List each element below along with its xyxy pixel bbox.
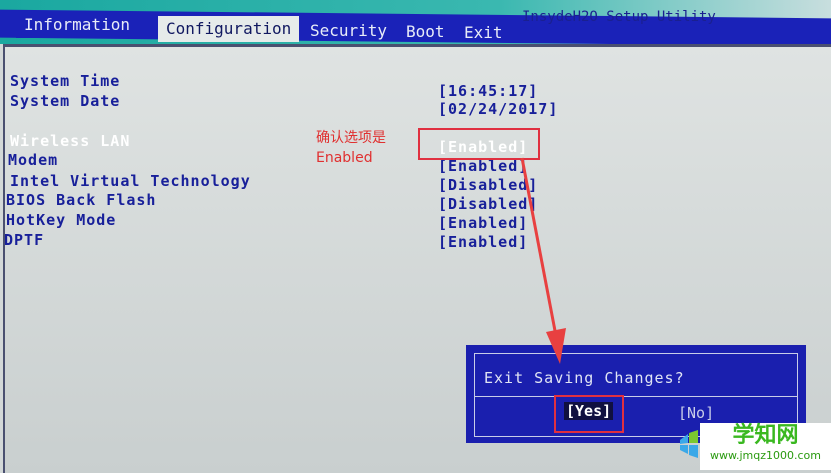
annotation-line1: 确认选项是 — [316, 130, 386, 146]
windows-logo-icon — [680, 430, 698, 458]
watermark: 学知网 www.jmqz1000.com — [700, 423, 831, 470]
setting-hotkey-mode-label[interactable]: HotKey Mode — [6, 211, 117, 229]
dialog-title: Exit Saving Changes? — [484, 369, 685, 387]
no-button[interactable]: [No] — [678, 404, 715, 422]
setting-system-date-value[interactable]: [02/24/2017] — [438, 100, 559, 118]
yes-button[interactable]: [Yes] — [564, 402, 614, 420]
setting-hotkey-mode-value[interactable]: [Enabled] — [438, 214, 529, 232]
setting-intel-vt-value[interactable]: [Disabled] — [438, 176, 539, 194]
setting-modem-value[interactable]: [Enabled] — [438, 157, 529, 175]
yes-highlight-box — [554, 395, 624, 433]
setting-modem-label[interactable]: Modem — [8, 151, 59, 169]
setting-dptf-value[interactable]: [Enabled] — [438, 233, 529, 251]
tab-boot[interactable]: Boot — [406, 22, 445, 41]
setting-system-date-label[interactable]: System Date — [10, 92, 121, 110]
setting-system-time-label[interactable]: System Time — [10, 72, 121, 90]
setting-bios-back-flash-label[interactable]: BIOS Back Flash — [6, 191, 157, 209]
watermark-name: 学知网 — [732, 423, 799, 448]
tab-configuration[interactable]: Configuration — [158, 16, 300, 42]
tab-exit[interactable]: Exit — [464, 23, 503, 42]
setting-wireless-lan-value[interactable]: [Enabled] — [438, 138, 529, 156]
tab-security[interactable]: Security — [310, 21, 388, 40]
dialog-divider — [474, 396, 798, 397]
tab-information[interactable]: Information — [16, 12, 138, 38]
setting-intel-vt-label[interactable]: Intel Virtual Technology — [10, 172, 251, 190]
arrow-line — [520, 157, 558, 337]
setting-system-time-value[interactable]: [16:45:17] — [438, 82, 539, 100]
watermark-url: www.jmqz1000.com — [710, 449, 821, 462]
setting-wireless-lan-label[interactable]: Wireless LAN — [10, 132, 131, 150]
annotation-line2: Enabled — [316, 150, 373, 166]
dialog-frame — [474, 353, 798, 437]
app-title: InsydeH2O Setup Utility — [522, 9, 716, 25]
setting-bios-back-flash-value[interactable]: [Disabled] — [438, 195, 539, 213]
setting-dptf-label[interactable]: DPTF — [4, 231, 45, 249]
highlight-box — [418, 128, 540, 160]
annotation-note: 确认选项是 Enabled — [316, 128, 386, 168]
arrow-head-icon — [546, 328, 566, 364]
